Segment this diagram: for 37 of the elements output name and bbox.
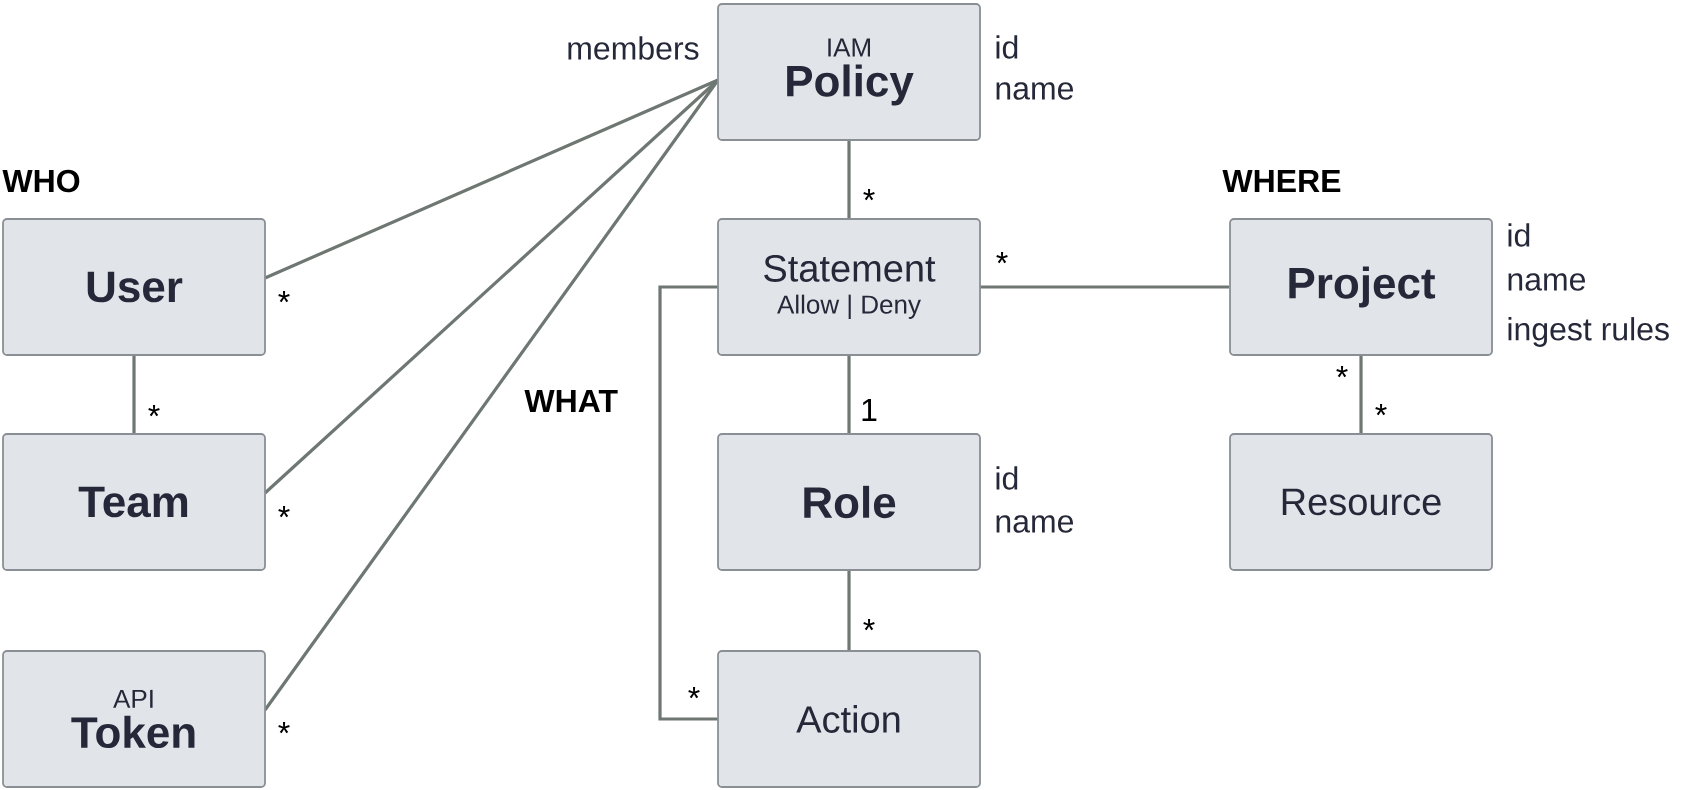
connector-line (980, 285, 1229, 289)
multiplicity-label: * (688, 687, 700, 699)
entity-box: Team (2, 433, 266, 571)
entity-box: API Token (2, 650, 266, 788)
multiplicity-label: * (1336, 366, 1348, 378)
attribute-label: name (1508, 273, 1586, 291)
connector-line (658, 285, 718, 721)
multiplicity-label: * (278, 291, 290, 303)
entity-box: Project (1229, 218, 1493, 356)
attribute-label: id (1508, 223, 1530, 247)
connector-line (847, 140, 851, 219)
entity-box: Resource (1229, 433, 1493, 571)
entity-box: IAM Policy (717, 3, 981, 141)
attribute-label: id (996, 35, 1018, 59)
connector-line (1359, 355, 1363, 434)
multiplicity-label: * (996, 252, 1008, 264)
connector-line (264, 78, 719, 280)
multiplicity-label: * (278, 506, 290, 518)
connector-line (132, 355, 136, 434)
entity-box: Role (717, 433, 981, 571)
entity-box: Action (717, 650, 981, 788)
multiplicity-label: * (863, 189, 875, 201)
multiplicity-label: * (278, 722, 290, 734)
attribute-label: name (996, 82, 1074, 100)
attribute-label: id (996, 466, 1018, 490)
entity-box: Statement Allow | Deny (717, 218, 981, 356)
multiplicity-label: * (1375, 404, 1387, 416)
connector-line (847, 570, 851, 651)
section-heading: WHAT (524, 390, 618, 412)
attribute-label: name (996, 515, 1074, 533)
multiplicity-label: * (148, 405, 160, 417)
multiplicity-label: 1 (862, 399, 877, 421)
connector-line (847, 355, 851, 434)
attribute-label: ingest rules (1508, 317, 1669, 347)
entity-box: User (2, 218, 266, 356)
role-label: members (568, 36, 699, 60)
multiplicity-label: * (863, 619, 875, 631)
